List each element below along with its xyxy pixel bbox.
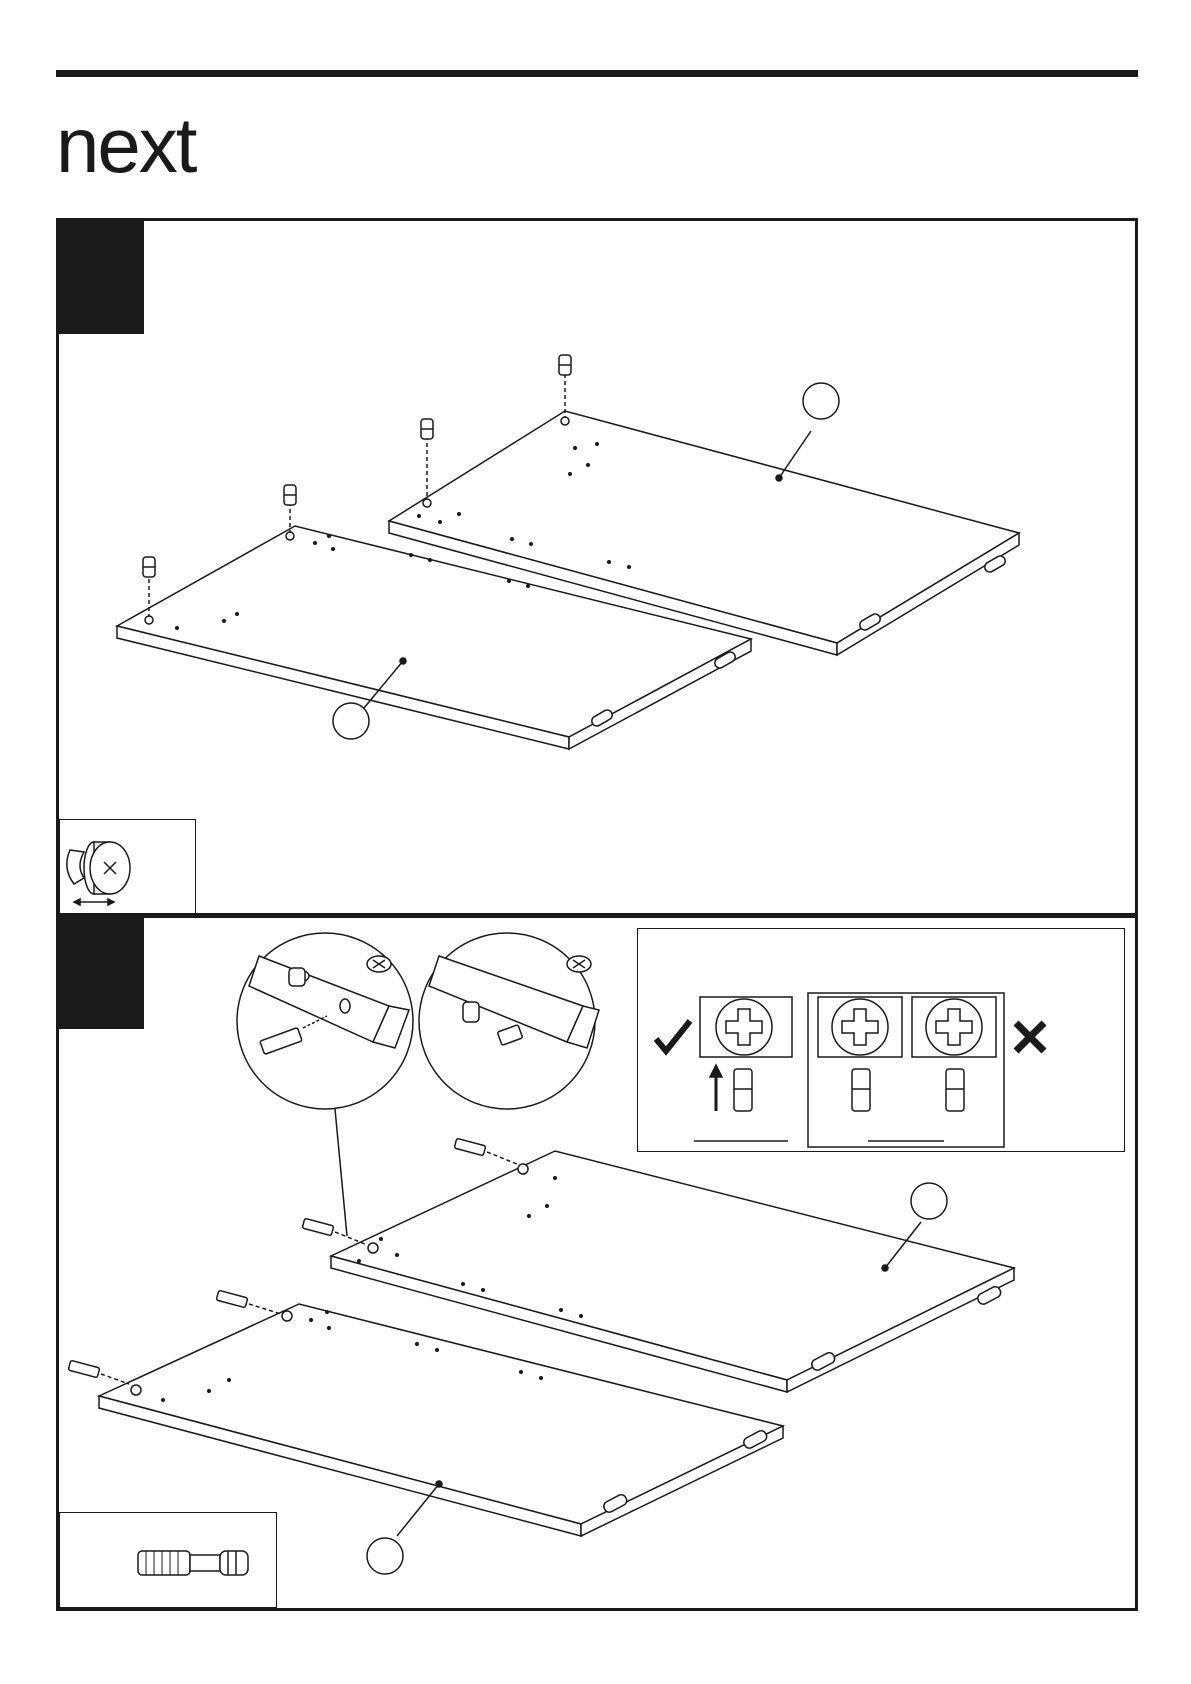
orientation-guide: [637, 928, 1125, 1152]
svg-text:next: next: [56, 110, 198, 189]
step-1-illustration: [59, 221, 1135, 915]
step-2-panel: [56, 913, 1138, 1611]
step-1-panel: [56, 218, 1138, 918]
part-callout-front: [367, 1481, 442, 1574]
hardware-box-cam-bolt: [59, 1512, 277, 1608]
cam-bolt-icon: [60, 1513, 275, 1606]
check-icon: [656, 1021, 690, 1051]
next-logo: next: [56, 110, 276, 190]
hardware-box-cam-lock: [59, 819, 196, 915]
cross-icon: [1016, 1023, 1044, 1051]
detail-view-after: [419, 933, 599, 1109]
incorrect-orientation: [808, 993, 1044, 1147]
cam-lock-icon: [60, 820, 194, 913]
correct-orientation: [656, 997, 792, 1141]
part-callout-back: [776, 383, 839, 481]
header-rule: [56, 70, 1138, 77]
detail-view-before: [237, 933, 413, 1109]
